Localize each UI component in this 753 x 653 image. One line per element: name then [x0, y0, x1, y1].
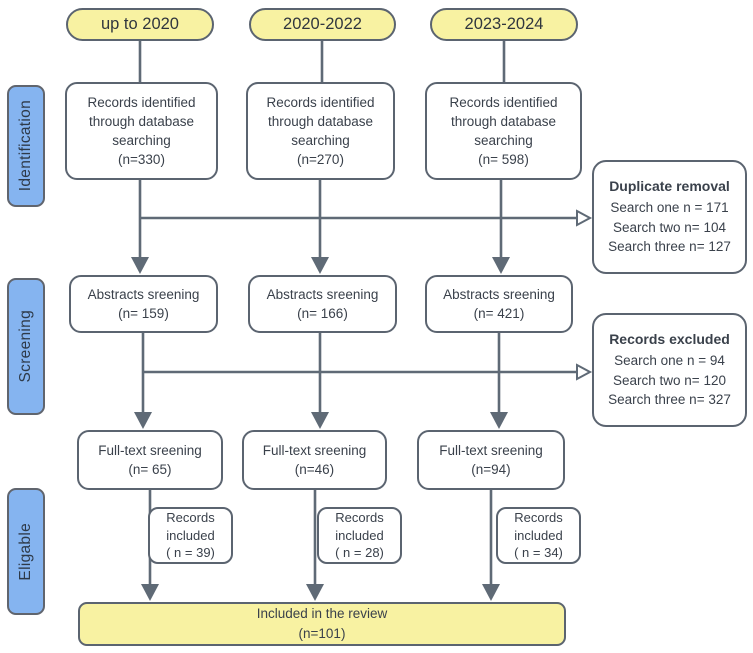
stage-tag-label: Identification: [17, 100, 34, 192]
included-box-col1: Records included ( n = 39): [148, 507, 233, 564]
records-excluded-line: Search three n= 327: [608, 392, 731, 408]
stage-tag-screening: Screening: [7, 278, 45, 415]
stage-tag-label: Screening: [17, 310, 34, 383]
final-included-bar: Included in the review (n=101): [78, 602, 566, 646]
duplicate-removal-title: Duplicate removal: [609, 178, 730, 195]
duplicate-removal-line: Search two n= 104: [613, 219, 726, 235]
fulltext-box-col3: Full-text sreening (n=94): [417, 430, 565, 490]
abstracts-box-col1: Abstracts sreening (n= 159): [69, 275, 218, 333]
fulltext-box-col1: Full-text sreening (n= 65): [77, 430, 223, 490]
right-open-arrow-icons: [576, 209, 593, 381]
identified-box-col3: Records identified through database sear…: [425, 82, 582, 180]
down-arrow-icons: [131, 257, 510, 601]
stage-tag-eligible: Eligable: [7, 488, 45, 615]
period-pill-col2: 2020-2022: [249, 8, 396, 41]
identified-box-col2: Records identified through database sear…: [246, 82, 395, 180]
abstracts-box-col2: Abstracts sreening (n= 166): [248, 275, 397, 333]
records-excluded-title: Records excluded: [609, 331, 730, 348]
identified-box-col1: Records identified through database sear…: [65, 82, 218, 180]
included-box-col2: Records included ( n = 28): [317, 507, 402, 564]
duplicate-removal-line: Search one n = 171: [610, 200, 729, 216]
records-excluded-box: Records excluded Search one n = 94 Searc…: [592, 313, 747, 427]
period-pill-col1: up to 2020: [66, 8, 214, 41]
stage-tag-label: Eligable: [17, 522, 34, 581]
records-excluded-line: Search one n = 94: [614, 353, 725, 369]
records-excluded-line: Search two n= 120: [613, 372, 726, 388]
duplicate-removal-line: Search three n= 127: [608, 239, 731, 255]
included-box-col3: Records included ( n = 34): [496, 507, 581, 564]
stage-tag-identification: Identification: [7, 85, 45, 207]
fulltext-box-col2: Full-text sreening (n=46): [242, 430, 387, 490]
abstracts-box-col3: Abstracts sreening (n= 421): [425, 275, 573, 333]
duplicate-removal-box: Duplicate removal Search one n = 171 Sea…: [592, 160, 747, 274]
period-pill-col3: 2023-2024: [430, 8, 578, 41]
